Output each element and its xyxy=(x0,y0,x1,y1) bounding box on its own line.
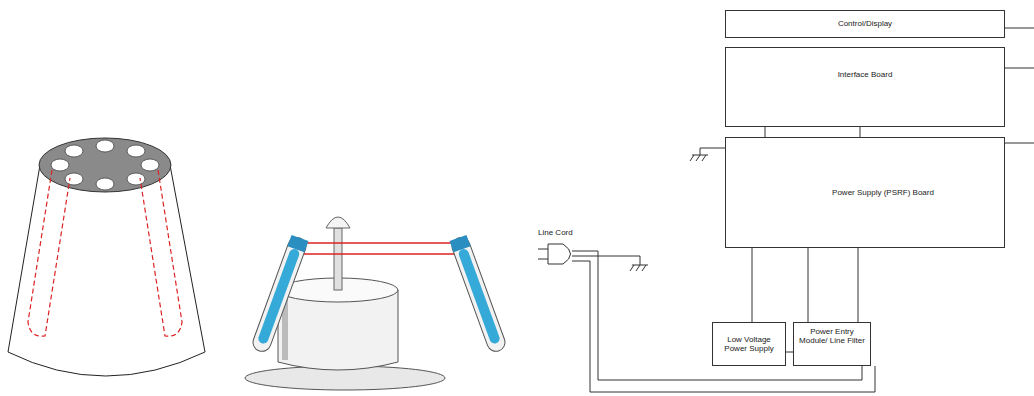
box-label: Low Voltage Power Supply xyxy=(716,335,782,353)
box-label: Power Supply (PSRF) Board xyxy=(766,188,1000,197)
box-label: Control/Display xyxy=(730,19,1000,28)
part-label: Line Cord xyxy=(538,228,573,237)
connector xyxy=(858,248,859,322)
swing-bucket-centrifuge xyxy=(245,217,507,390)
low-voltage-supply-box: Low Voltage Power Supply xyxy=(712,322,786,366)
control-display-box: Control/Display xyxy=(725,10,1005,38)
power-entry-module-box: Power Entry Module/ Line Filter xyxy=(793,322,871,366)
interface-board-box: Interface Board xyxy=(725,47,1005,127)
connector xyxy=(752,248,753,322)
box-label: Interface Board xyxy=(730,70,1000,79)
power-supply-board-box: Power Supply (PSRF) Board xyxy=(725,137,1005,248)
connector xyxy=(765,127,766,137)
wiring xyxy=(538,28,1034,392)
box-label: Power Entry Module/ Line Filter xyxy=(797,327,867,345)
fixed-angle-rotor xyxy=(8,138,205,376)
connector xyxy=(860,127,861,137)
